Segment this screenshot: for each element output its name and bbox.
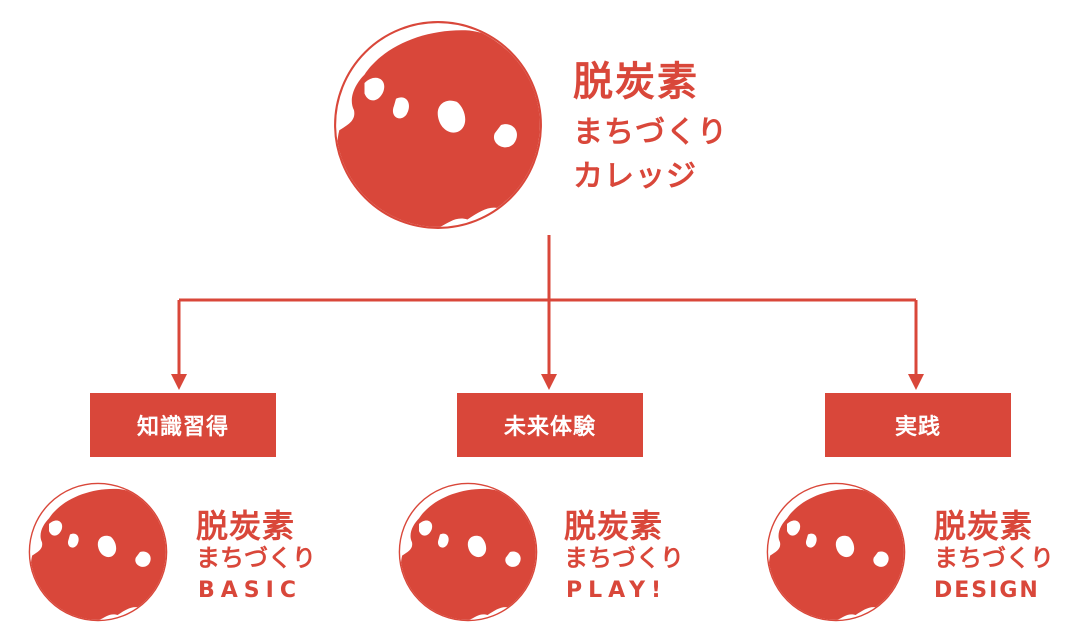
- play-title-line2: まちづくり: [564, 544, 684, 572]
- play-globe-icon: [398, 482, 538, 622]
- category-box-experience: 未来体験: [457, 393, 643, 457]
- basic-globe-icon: [28, 482, 168, 622]
- category-box-knowledge: 知識習得: [90, 393, 276, 457]
- basic-title-line1: 脱炭素: [196, 507, 296, 545]
- category-label: 知識習得: [136, 415, 229, 440]
- category-label: 実践: [894, 415, 941, 440]
- basic-title-line2: まちづくり: [196, 544, 316, 572]
- basic-subtitle: BASIC: [198, 578, 302, 603]
- design-globe-icon: [766, 482, 906, 622]
- design-title-line2: まちづくり: [934, 544, 1054, 572]
- design-subtitle: DESIGN: [934, 578, 1040, 603]
- play-title-line1: 脱炭素: [564, 507, 664, 545]
- category-label: 未来体験: [503, 415, 596, 440]
- category-box-practice: 実践: [825, 393, 1011, 457]
- main-title-line3: カレッジ: [573, 159, 697, 194]
- main-title-line1: 脱炭素: [573, 59, 699, 105]
- design-title-line1: 脱炭素: [934, 507, 1034, 545]
- play-subtitle: PLAY!: [566, 578, 668, 603]
- main-title-line2: まちづくり: [573, 115, 728, 150]
